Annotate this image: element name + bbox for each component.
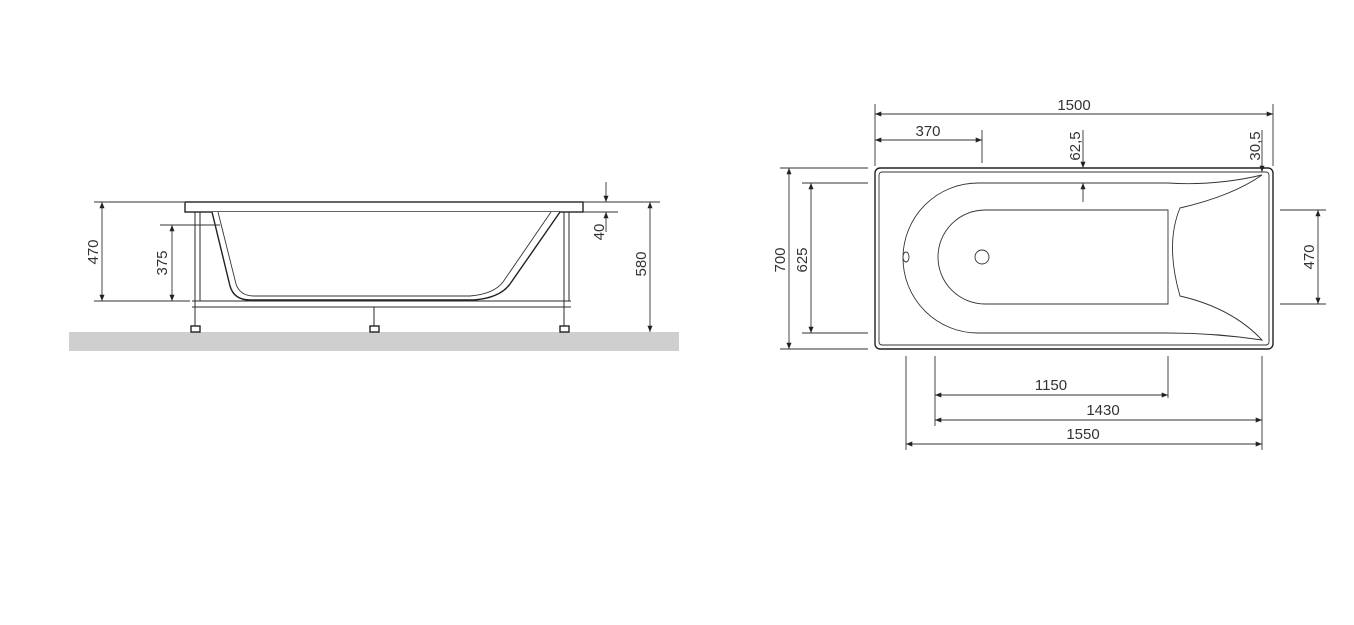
tub-body	[211, 211, 561, 301]
basin-outline	[902, 174, 1264, 341]
dim-label-drain-offset: 370	[915, 123, 940, 140]
dim-label-rim-offset-inner: 62,5	[1067, 131, 1084, 160]
tub-outline	[874, 167, 1274, 350]
tub-rim	[184, 201, 584, 213]
dim-label-inner-length: 1430	[1086, 402, 1119, 419]
dim-label-bottom-width: 470	[1301, 244, 1318, 269]
tub-inner-line	[217, 211, 552, 297]
top-view: 1500 370 62,5 30,5 700 625 470 1150	[772, 97, 1326, 450]
dim-label-width: 700	[772, 247, 789, 272]
drain-icon	[974, 249, 990, 265]
dim-label-rim-thickness: 40	[591, 224, 608, 241]
dim-label-overall-length: 1550	[1066, 426, 1099, 443]
basin-bottom	[937, 209, 1169, 305]
dim-label-bottom-length: 1150	[1035, 377, 1067, 394]
side-view: 470 375 40 580	[69, 182, 679, 351]
dim-label-total-height: 470	[85, 239, 102, 264]
floor	[69, 332, 679, 351]
tub-outline-inner	[878, 171, 1270, 346]
dim-label-length: 1500	[1057, 97, 1090, 114]
foot-left	[190, 325, 201, 333]
dim-label-rim-offset-corner: 30,5	[1247, 131, 1264, 160]
foot-middle	[369, 325, 380, 333]
dim-label-inner-width: 625	[794, 247, 811, 272]
dim-label-inner-depth: 375	[154, 250, 171, 275]
overflow-icon	[902, 251, 910, 263]
dim-label-height-with-legs: 580	[633, 251, 650, 276]
foot-right	[559, 325, 570, 333]
